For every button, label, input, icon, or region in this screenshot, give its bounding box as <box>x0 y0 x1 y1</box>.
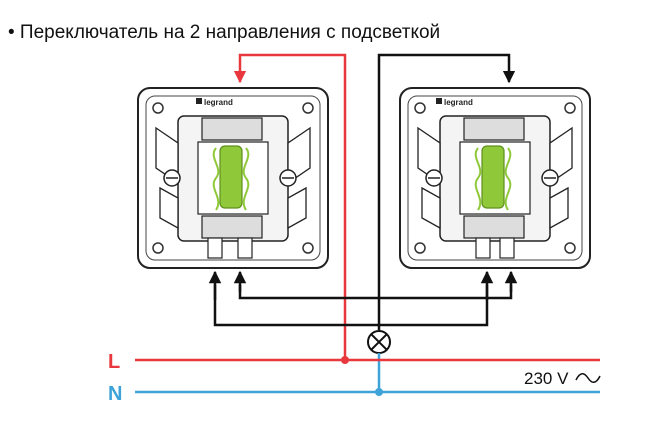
backlight-led-icon <box>481 145 505 209</box>
brand-label: legrand <box>204 98 233 107</box>
switch-left: legrand <box>137 87 329 269</box>
ac-sine-icon <box>575 373 601 383</box>
legrand-logo-icon <box>196 98 202 104</box>
diagram-title: • Переключатель на 2 направления с подсв… <box>8 22 441 43</box>
traveler-wire-1 <box>213 285 489 327</box>
lamp-wire <box>377 53 516 330</box>
traveler-wire-2 <box>238 285 513 300</box>
voltage-label: 230 V <box>524 369 569 388</box>
legrand-logo-icon <box>436 98 442 104</box>
lamp-icon <box>367 330 391 354</box>
switch-right: legrand <box>399 87 591 269</box>
backlight-led-icon <box>219 145 243 209</box>
phase-wire <box>233 53 347 360</box>
brand-label: legrand <box>444 98 473 107</box>
phase-label: L <box>108 351 120 373</box>
neutral-label: N <box>108 383 122 405</box>
